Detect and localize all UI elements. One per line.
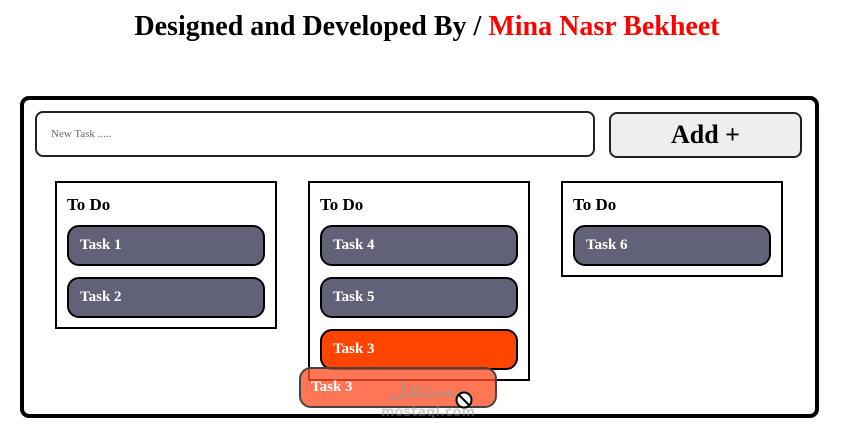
todo-column-2[interactable]: To Do Task 4 Task 5 Task 3 — [308, 181, 530, 381]
column-title: To Do — [573, 195, 617, 214]
column-title: To Do — [67, 195, 111, 214]
task-card-dragging[interactable]: Task 3 — [320, 329, 518, 370]
new-task-input[interactable] — [35, 111, 595, 157]
add-task-button[interactable]: Add + — [609, 112, 802, 158]
task-card[interactable]: Task 5 — [320, 277, 518, 318]
page-heading: Designed and Developed By / Mina Nasr Be… — [0, 9, 854, 45]
heading-prefix: Designed and Developed By / — [134, 11, 489, 42]
todo-column-3[interactable]: To Do Task 6 — [561, 181, 783, 277]
drag-ghost-task: Task 3 — [299, 367, 497, 408]
task-card[interactable]: Task 6 — [573, 225, 771, 266]
task-card[interactable]: Task 2 — [67, 277, 265, 318]
task-card[interactable]: Task 4 — [320, 225, 518, 266]
author-name: Mina Nasr Bekheet — [488, 11, 720, 42]
task-card[interactable]: Task 1 — [67, 225, 265, 266]
todo-column-1[interactable]: To Do Task 1 Task 2 — [55, 181, 277, 329]
no-drop-icon — [455, 391, 473, 409]
column-title: To Do — [320, 195, 364, 214]
